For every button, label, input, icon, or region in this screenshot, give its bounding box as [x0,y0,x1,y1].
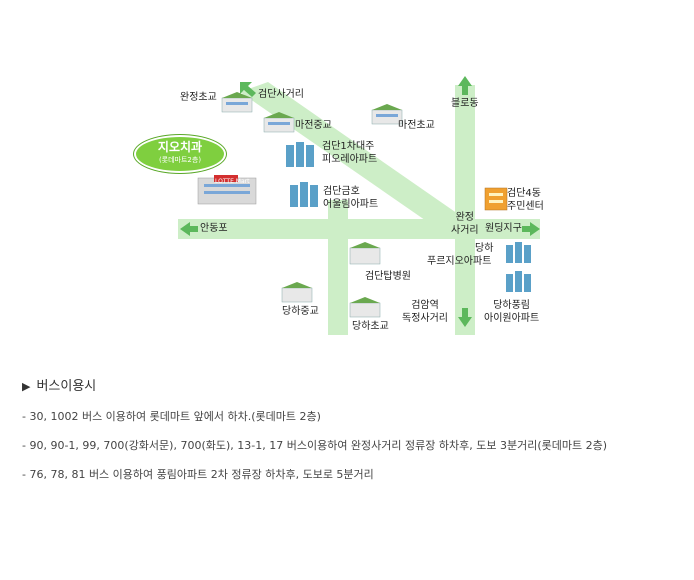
arrow-left-icon [180,222,198,236]
road-vertical-left [328,200,348,335]
arrow-up-icon [458,76,472,95]
label-andongpo: 안동포 [200,223,228,234]
label-majeon-jung: 마전중교 [295,120,332,131]
label-dangha-fuji: 당하 푸르지오아파트 [427,243,494,267]
label-dangha-jung: 당하중교 [282,306,319,317]
community-center-icon [484,187,508,211]
lotte-mart-building-icon [197,175,257,205]
label-tap-hospital: 검단탑병원 [365,271,411,282]
school-dangha-jung-icon [281,282,313,303]
road-map [178,76,540,335]
label-wanjeong-sageori: 완정 사거리 [451,212,479,236]
label-community-center: 검단4동 주민센터 [507,188,544,212]
road-vertical-right [455,85,475,335]
label-pungnim: 당하풍림 아이원아파트 [484,300,540,324]
road-horizontal [178,219,540,239]
location-map: 지오치과 (롯데마트2층) LOTTE Mart 완정초교 검단사거리 마전중교… [134,76,544,335]
bus-section-title: ▶버스이용시 [22,379,97,394]
label-majeon-cho: 마전초교 [398,120,435,131]
label-bullo-dong: 블로동 [451,98,479,109]
school-majeon-jung-icon [263,112,295,133]
roads [178,82,540,335]
label-geumho: 검단금호 어울림아파트 [323,186,379,210]
label-geomam: 검암역 독정사거리 [402,300,448,324]
apartment-pungnim-icon [506,271,531,292]
clinic-name: 지오치과 [157,140,203,154]
apartment-fuji-icon [506,242,531,263]
school-majeon-cho-icon [371,104,403,125]
bus-route-1: - 30, 1002 버스 이용하여 롯데마트 앞에서 하차.(롯데마트 2층) [22,410,321,423]
road-arrows [180,76,540,327]
bus-route-2: - 90, 90-1, 99, 700(강화서문), 700(화도), 13-1… [22,439,608,452]
arrow-right-icon [522,222,540,236]
clinic-floor: (롯데마트2층) [158,156,202,164]
bus-route-3: - 76, 78, 81 버스 이용하여 풍림아파트 2차 정류장 하차후, 도… [22,468,374,481]
label-wanjeong-cho: 완정초교 [180,92,217,103]
road-diagonal [240,82,474,236]
arrow-down-icon [458,308,472,327]
hospital-tap-icon [349,242,381,265]
clinic-badge: 지오치과 (롯데마트2층) [134,135,226,173]
label-wonding: 원딩지구 [485,223,522,234]
triangle-right-icon: ▶ [22,380,31,393]
mart-sign: LOTTE Mart [215,178,250,185]
school-wanjeong-icon [221,92,253,113]
label-dangha-cho: 당하초교 [352,321,389,332]
label-geomdan-sageori: 검단사거리 [258,89,304,100]
apartment-daeju-icon [286,142,314,167]
label-daeju: 검단1차대주 피오레아파트 [322,141,378,165]
school-dangha-cho-icon [349,297,381,318]
arrow-northwest-icon [240,82,256,97]
apartment-geumho-icon [290,182,318,207]
